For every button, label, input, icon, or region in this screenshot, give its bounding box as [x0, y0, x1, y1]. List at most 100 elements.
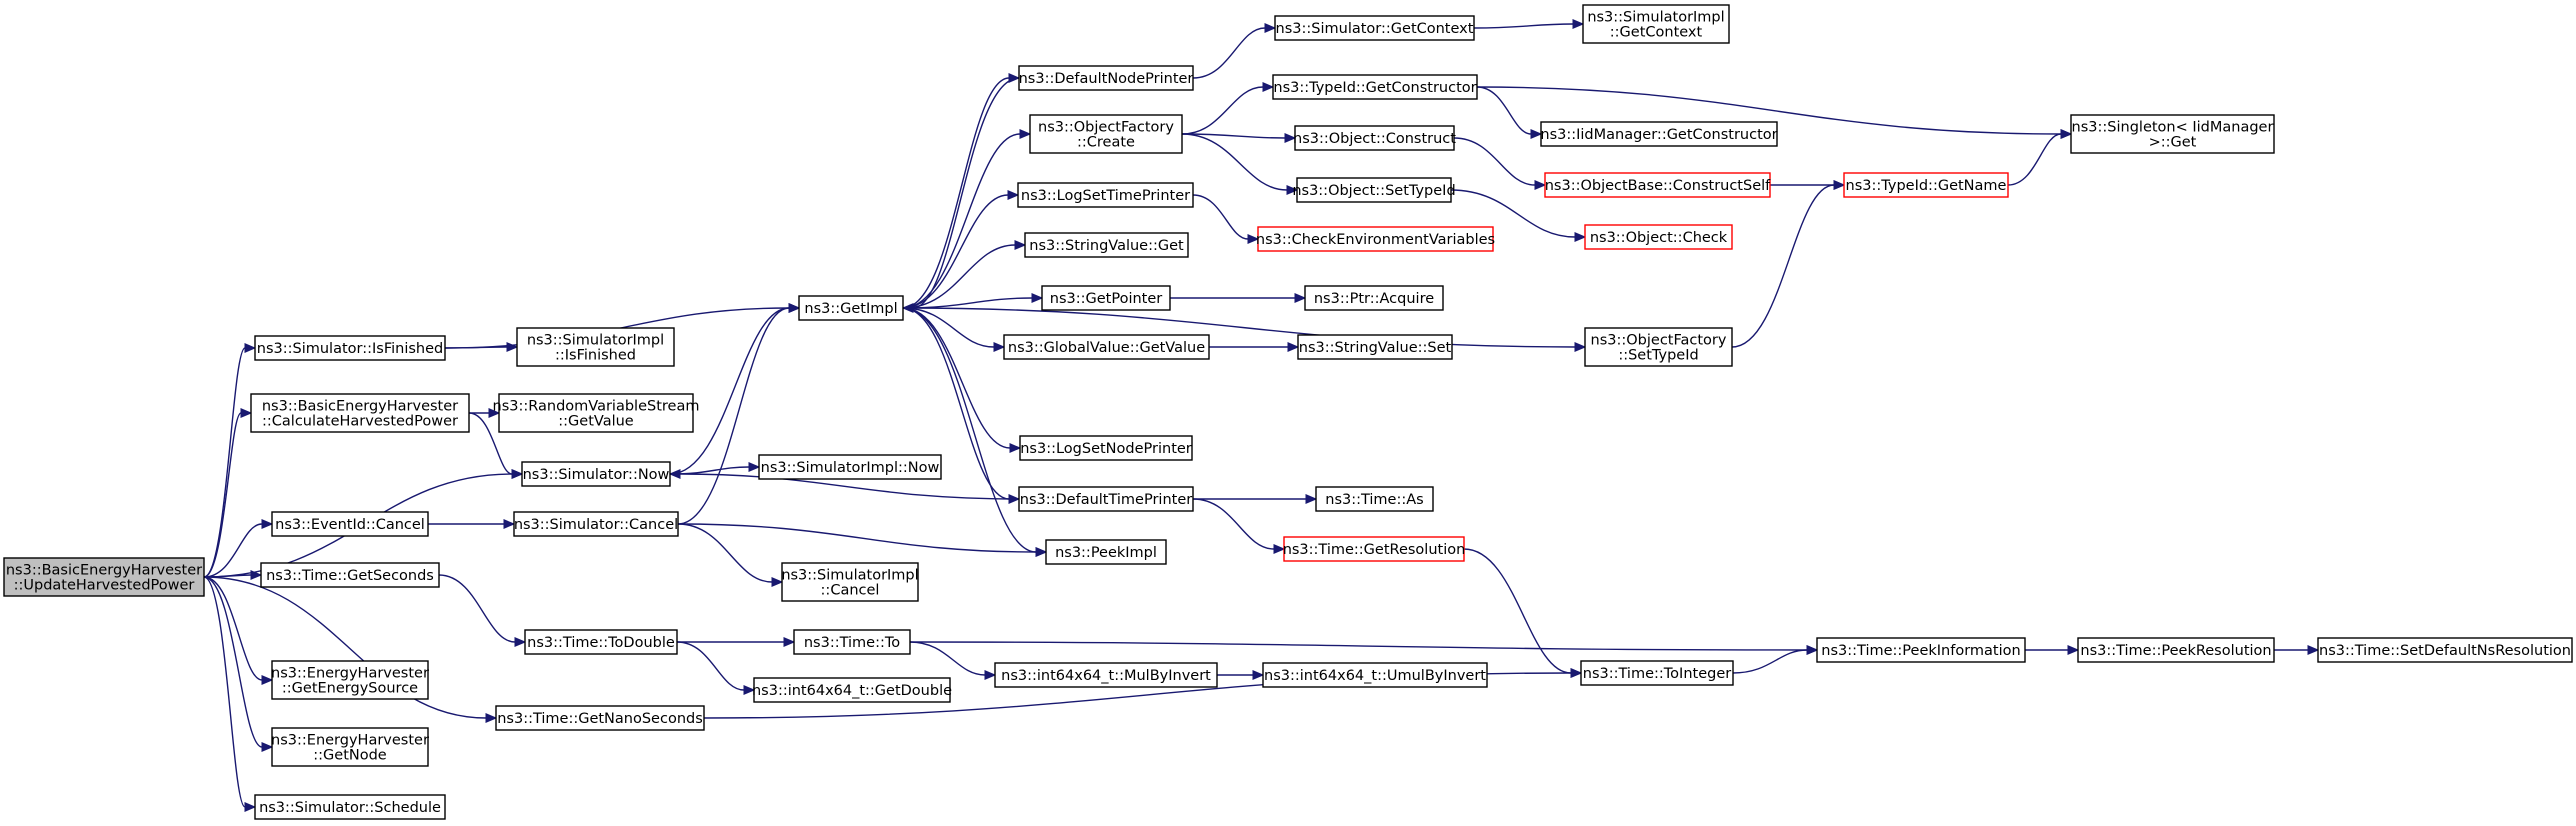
- node-objconstruct[interactable]: ns3::Object::Construct: [1293, 125, 1456, 151]
- nodes-layer: ns3::BasicEnergyHarvester::UpdateHarvest…: [3, 4, 2573, 820]
- node-rvsgetvalue[interactable]: ns3::RandomVariableStream::GetValue: [493, 393, 700, 433]
- edge-line: [679, 473, 1020, 500]
- edge-line: [203, 576, 246, 808]
- node-timeto[interactable]: ns3::Time::To: [793, 629, 911, 655]
- node-calc[interactable]: ns3::BasicEnergyHarvester::CalculateHarv…: [250, 393, 470, 433]
- node-setdefaultnsres[interactable]: ns3::Time::SetDefaultNsResolution: [2317, 637, 2573, 663]
- node-box: [524, 629, 678, 655]
- node-label: ns3::Singleton< IidManager: [2072, 120, 2274, 136]
- node-toint[interactable]: ns3::Time::ToInteger: [1580, 660, 1734, 686]
- node-label: ns3::int64x64_t::UmulByInvert: [1264, 668, 1486, 684]
- edge-arrowhead: [1570, 668, 1583, 678]
- node-typeidgetconstructor[interactable]: ns3::TypeId::GetConstructor: [1272, 74, 1478, 100]
- node-logsettimeprinter[interactable]: ns3::LogSetTimePrinter: [1017, 182, 1194, 208]
- edge-root-to-getenergysource: [203, 576, 274, 685]
- node-defaultnodeprinter[interactable]: ns3::DefaultNodePrinter: [1018, 65, 1194, 91]
- node-label: ns3::ObjectFactory: [1591, 333, 1727, 349]
- node-box: [1580, 660, 1734, 686]
- node-simimplcancel[interactable]: ns3::SimulatorImpl::Cancel: [781, 562, 919, 602]
- node-box: [271, 727, 429, 767]
- edge-peekinformation-to-peekresolution: [2024, 645, 2080, 655]
- node-box: [2077, 637, 2275, 663]
- node-umulbyinvert[interactable]: ns3::int64x64_t::UmulByInvert: [1262, 662, 1488, 688]
- node-defaulttimeprinter[interactable]: ns3::DefaultTimePrinter: [1018, 486, 1194, 512]
- node-label: ns3::DefaultNodePrinter: [1019, 71, 1194, 87]
- node-box: [516, 327, 675, 367]
- node-label: ns3::int64x64_t::MulByInvert: [1001, 668, 1211, 684]
- node-getnode[interactable]: ns3::EnergyHarvester::GetNode: [271, 727, 429, 767]
- node-getnanoseconds[interactable]: ns3::Time::GetNanoSeconds: [495, 705, 705, 731]
- node-objsettypeid[interactable]: ns3::Object::SetTypeId: [1292, 177, 1456, 203]
- node-box: [1272, 74, 1478, 100]
- edge-arrowhead: [244, 343, 257, 353]
- node-stringvalueget[interactable]: ns3::StringValue::Get: [1024, 232, 1189, 258]
- node-objcheck[interactable]: ns3::Object::Check: [1584, 224, 1733, 250]
- edge-line: [909, 641, 1808, 651]
- edge-line: [676, 641, 745, 691]
- node-ptracquire[interactable]: ns3::Ptr::Acquire: [1304, 285, 1444, 311]
- edge-arrowhead: [771, 577, 784, 587]
- node-getseconds[interactable]: ns3::Time::GetSeconds: [260, 562, 440, 588]
- node-getresolution[interactable]: ns3::Time::GetResolution: [1283, 536, 1466, 562]
- node-label: ns3::DefaultTimePrinter: [1020, 492, 1192, 508]
- edge-arrowhead: [1294, 293, 1307, 303]
- node-getimpl[interactable]: ns3::GetImpl: [798, 295, 904, 321]
- edge-line: [677, 523, 1037, 553]
- node-label: ns3::StringValue::Set: [1299, 340, 1452, 356]
- node-simgetcontext[interactable]: ns3::Simulator::GetContext: [1274, 15, 1475, 41]
- edge-line: [2007, 133, 2062, 186]
- edge-line: [902, 307, 995, 348]
- node-simimplgetcontext[interactable]: ns3::SimulatorImpl::GetContext: [1582, 4, 1730, 44]
- node-simimplisfinished[interactable]: ns3::SimulatorImpl::IsFinished: [516, 327, 675, 367]
- node-now[interactable]: ns3::Simulator::Now: [521, 461, 671, 487]
- node-box: [1018, 486, 1194, 512]
- node-peekresolution[interactable]: ns3::Time::PeekResolution: [2077, 637, 2275, 663]
- node-logsetnodeprinter[interactable]: ns3::LogSetNodePrinter: [1019, 435, 1193, 461]
- node-singletonget[interactable]: ns3::Singleton< IidManager >::Get: [2070, 114, 2275, 154]
- node-todouble[interactable]: ns3::Time::ToDouble: [524, 629, 678, 655]
- edge-line: [438, 574, 516, 643]
- edge-todouble-to-timeto: [677, 637, 796, 647]
- node-schedule[interactable]: ns3::Simulator::Schedule: [254, 794, 446, 820]
- node-getenergysource[interactable]: ns3::EnergyHarvester::GetEnergySource: [271, 660, 429, 700]
- node-objfactorysettypeid[interactable]: ns3::ObjectFactory::SetTypeId: [1584, 327, 1733, 367]
- node-box: [1257, 226, 1494, 252]
- node-box: [1024, 232, 1189, 258]
- node-box: [1041, 285, 1171, 311]
- edge-defaultnodeprinter-to-getimpl: [901, 77, 1020, 313]
- node-label: ns3::SimulatorImpl: [527, 333, 664, 349]
- node-mulbyinvert[interactable]: ns3::int64x64_t::MulByInvert: [994, 662, 1218, 688]
- node-simimplnow[interactable]: ns3::SimulatorImpl::Now: [758, 454, 942, 480]
- node-label: ns3::Simulator::Now: [523, 467, 670, 483]
- edge-defaulttimeprinter-to-getresolution: [1192, 498, 1286, 554]
- node-getpointer[interactable]: ns3::GetPointer: [1041, 285, 1171, 311]
- node-iidmgrgetconstructor[interactable]: ns3::IidManager::GetConstructor: [1540, 121, 1778, 147]
- node-constructself[interactable]: ns3::ObjectBase::ConstructSelf: [1544, 172, 1771, 198]
- node-stringvalueset[interactable]: ns3::StringValue::Set: [1297, 334, 1453, 360]
- node-peekinformation[interactable]: ns3::Time::PeekInformation: [1816, 637, 2026, 663]
- edge-defaultnodeprinter-to-simgetcontext: [1192, 23, 1277, 79]
- node-box: [495, 705, 705, 731]
- node-getdouble[interactable]: ns3::int64x64_t::GetDouble: [752, 677, 952, 703]
- node-timeas[interactable]: ns3::Time::As: [1315, 486, 1434, 512]
- node-globalvaluegetvalue[interactable]: ns3::GlobalValue::GetValue: [1003, 334, 1210, 360]
- edge-arrowhead: [240, 408, 253, 418]
- edge-arrowhead: [1534, 180, 1547, 190]
- node-objfactorycreate[interactable]: ns3::ObjectFactory::Create: [1029, 114, 1183, 154]
- node-label: ns3::TypeId::GetName: [1846, 178, 2007, 194]
- node-box: [781, 562, 919, 602]
- edge-root-to-eventcancel: [203, 519, 274, 578]
- node-box: [798, 295, 904, 321]
- node-typeidgetname[interactable]: ns3::TypeId::GetName: [1843, 172, 2009, 198]
- node-checkenv[interactable]: ns3::CheckEnvironmentVariables: [1256, 226, 1495, 252]
- node-eventcancel[interactable]: ns3::EventId::Cancel: [271, 511, 429, 537]
- node-label: ns3::BasicEnergyHarvester: [262, 399, 458, 415]
- node-box: [498, 393, 694, 433]
- edge-line: [203, 412, 242, 578]
- node-peekimpl[interactable]: ns3::PeekImpl: [1045, 539, 1167, 565]
- edge-toint-to-peekinformation: [1732, 645, 1819, 674]
- edge-line: [203, 576, 487, 719]
- node-simcancel[interactable]: ns3::Simulator::Cancel: [513, 511, 679, 537]
- node-isfinished[interactable]: ns3::Simulator::IsFinished: [254, 335, 446, 361]
- node-label: ns3::PeekImpl: [1055, 545, 1157, 561]
